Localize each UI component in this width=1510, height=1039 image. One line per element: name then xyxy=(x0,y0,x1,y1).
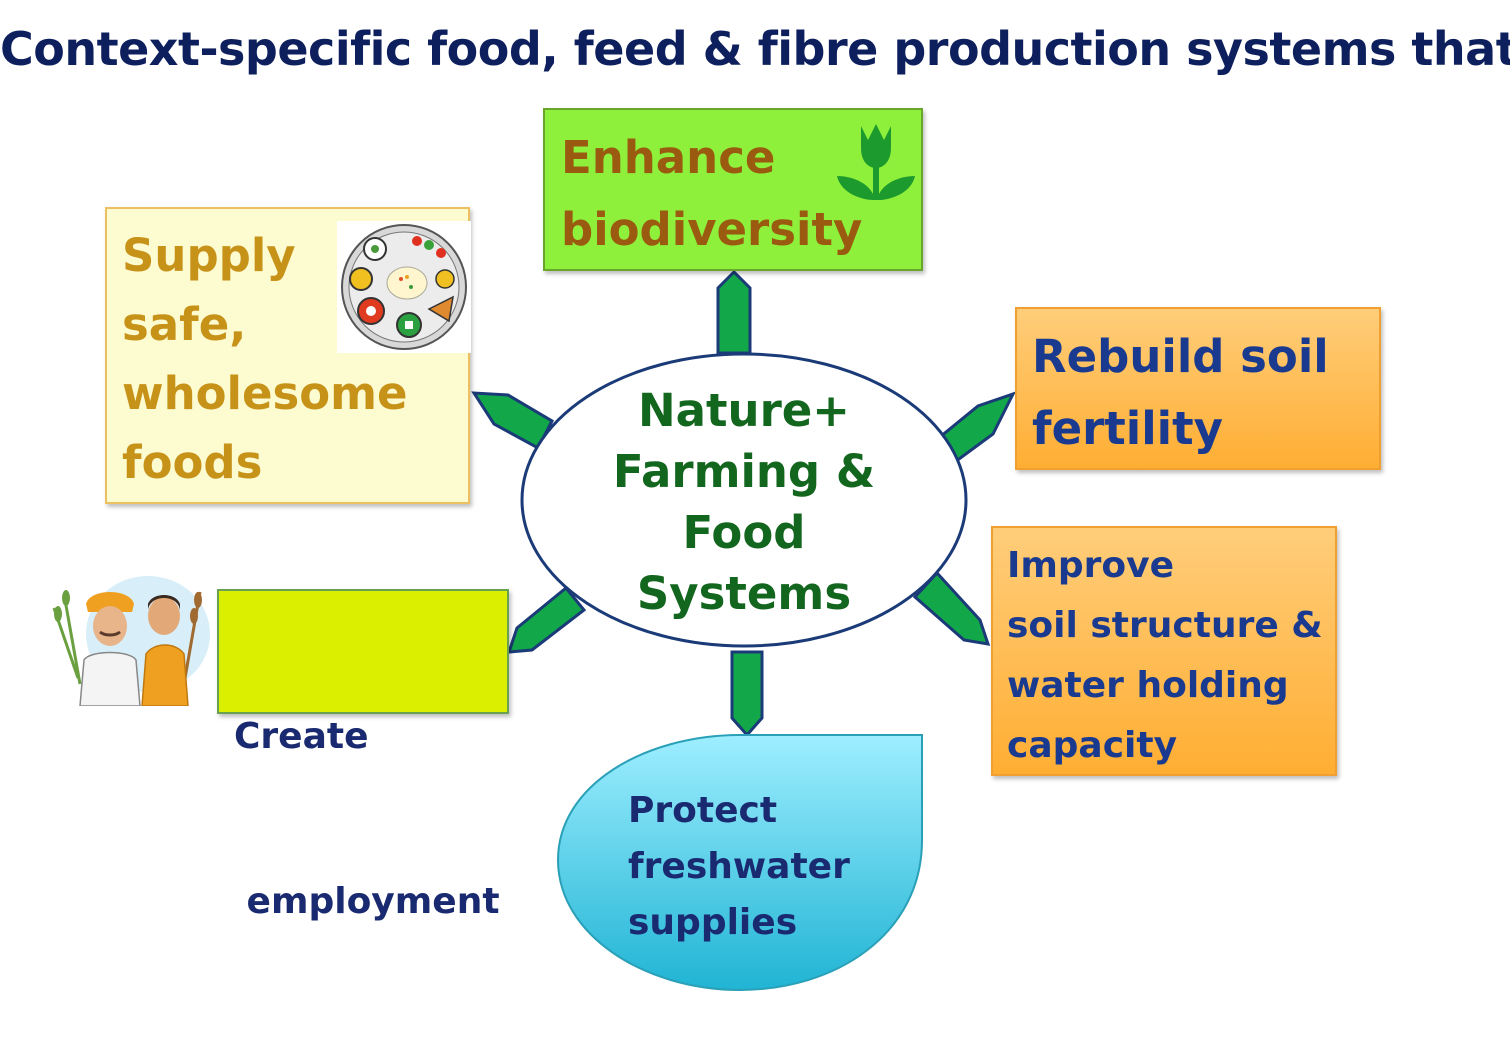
box-line: Supply xyxy=(122,229,296,282)
center-line: Farming & xyxy=(612,445,876,498)
diagram-title: Context-specific food, feed & fibre prod… xyxy=(0,22,1510,76)
box-biodiversity: Enhance biodiversity xyxy=(543,108,923,271)
farmers-icon xyxy=(52,576,210,706)
box-line: supplies xyxy=(628,902,798,943)
box-line: soil structure & xyxy=(1007,605,1323,646)
box-supply: Supply safe, wholesome foods xyxy=(105,207,471,504)
freshwater-drop xyxy=(556,734,923,992)
box-line: employment xyxy=(234,881,500,922)
box-line: fertility xyxy=(1032,402,1223,455)
tulip-icon xyxy=(837,124,915,200)
box-line: Create xyxy=(234,716,369,757)
arrow-freshwater xyxy=(730,650,764,738)
connector-layer xyxy=(471,269,1016,992)
center-ellipse xyxy=(520,352,968,648)
box-line: freshwater xyxy=(628,846,850,887)
arrow-biodiversity xyxy=(716,269,752,355)
box-line: wholesome xyxy=(122,367,408,420)
box-line: Rebuild soil xyxy=(1032,330,1329,383)
box-line: capacity xyxy=(1007,725,1178,766)
box-line: water holding xyxy=(1007,665,1289,706)
box-line: Enhance xyxy=(561,131,776,184)
box-line: Protect xyxy=(628,790,778,831)
center-line: Nature+ xyxy=(638,384,850,437)
box-employment: Create employment xyxy=(217,589,509,922)
center-line: Systems xyxy=(636,567,852,620)
box-line: biodiversity xyxy=(561,203,863,256)
food-plate-icon xyxy=(337,221,471,353)
arrow-soil-structure xyxy=(912,570,991,646)
box-freshwater: Protect freshwater supplies xyxy=(558,735,923,990)
arrow-employment xyxy=(506,585,587,654)
box-line: foods xyxy=(122,436,263,489)
box-line: Improve xyxy=(1007,545,1175,586)
box-soil-structure: Improve soil structure & water holding c… xyxy=(991,526,1337,776)
box-line: safe, xyxy=(122,298,247,351)
center-label: Nature+ Farming & Food Systems xyxy=(522,380,966,624)
box-soil-fertility: Rebuild soil fertility xyxy=(1015,307,1381,470)
center-line: Food xyxy=(682,506,806,559)
